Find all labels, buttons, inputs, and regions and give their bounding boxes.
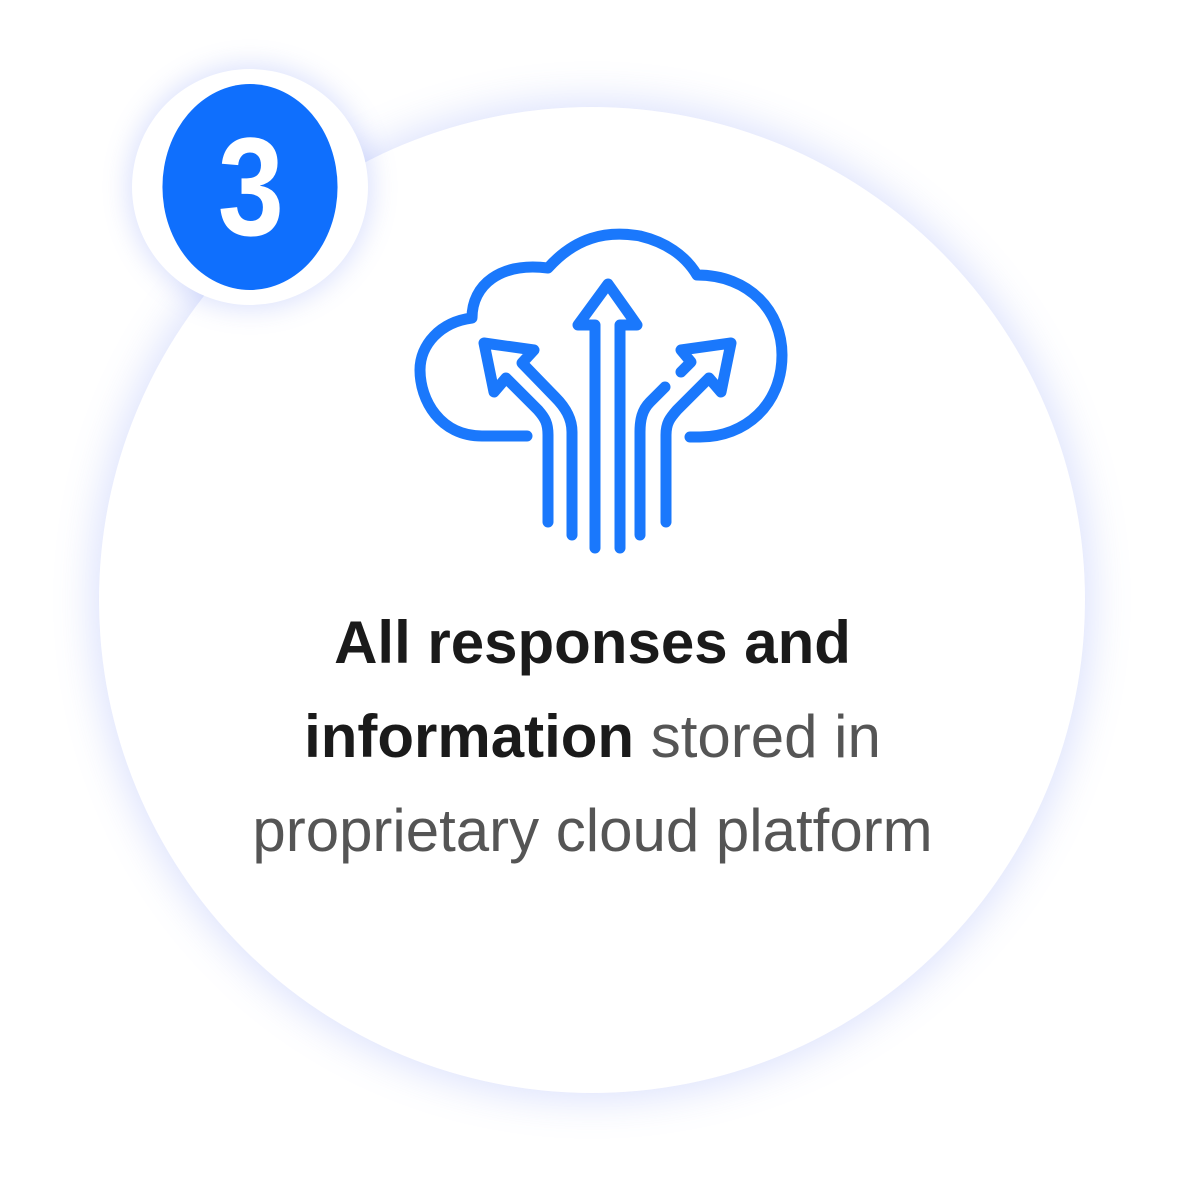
caption-regular: stored in proprietary cloud platform (252, 703, 933, 864)
center-arrow (572, 278, 643, 554)
cloud-outline (414, 228, 788, 443)
caption-bold: All responses and information (304, 609, 851, 770)
step-number-badge: 3 (162, 84, 338, 290)
right-arrow (634, 337, 737, 541)
caption: All responses and information stored in … (200, 596, 985, 878)
left-arrow (478, 337, 578, 541)
